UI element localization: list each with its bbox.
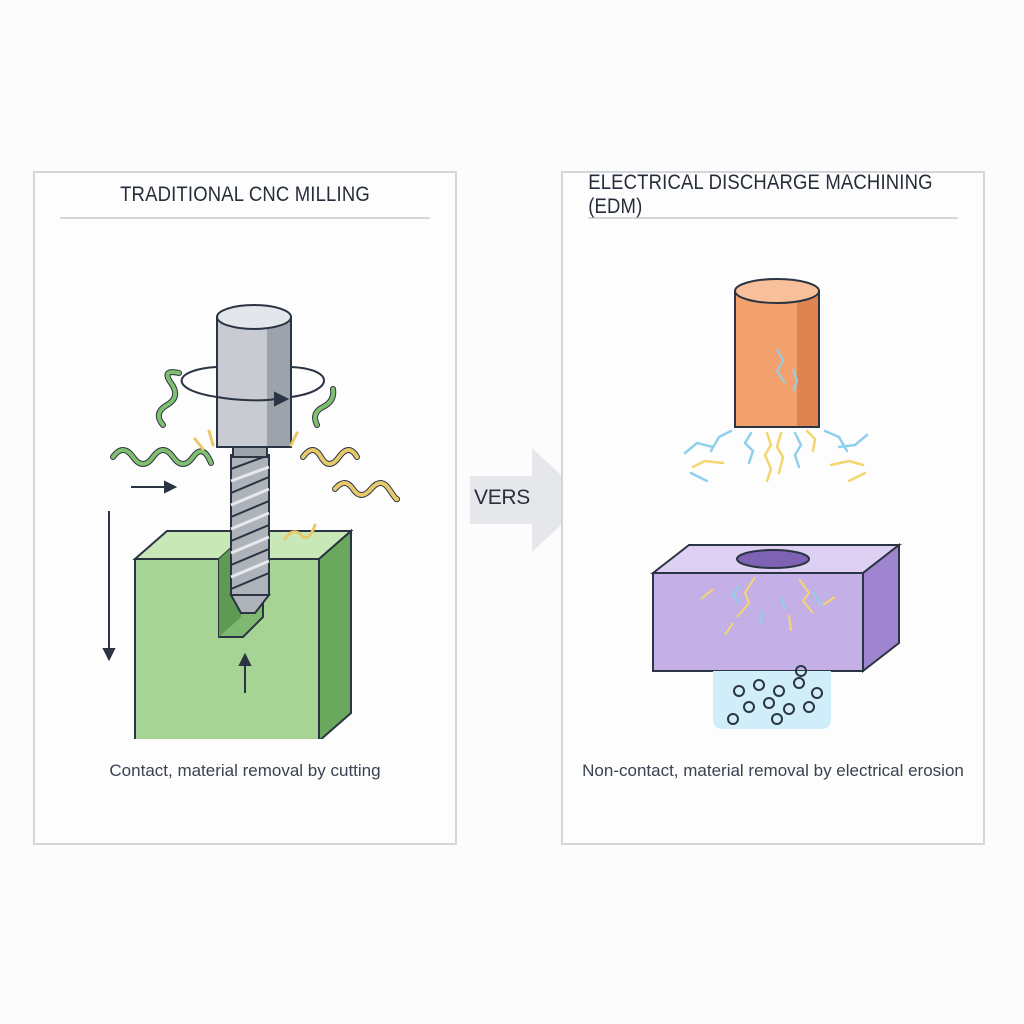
electrode bbox=[734, 278, 820, 428]
versus-label: VERS bbox=[474, 486, 530, 509]
panel-title: ELECTRICAL DISCHARGE MACHINING (EDM) bbox=[588, 171, 958, 219]
panel-title: TRADITIONAL CNC MILLING bbox=[60, 173, 430, 219]
feed-direction-arrows bbox=[102, 480, 252, 693]
end-mill bbox=[216, 304, 292, 614]
workpiece-block bbox=[650, 542, 902, 674]
panel-caption: Non-contact, material removal by electri… bbox=[582, 761, 964, 780]
cnc-milling-illustration bbox=[102, 304, 400, 739]
metal-chips bbox=[110, 369, 400, 541]
versus-arrow-icon bbox=[470, 448, 588, 552]
electrical-sparks bbox=[683, 429, 869, 483]
rotation-arrow-icon bbox=[180, 366, 325, 407]
panel-caption: Contact, material removal by cutting bbox=[109, 761, 381, 780]
dielectric-fluid bbox=[713, 665, 831, 729]
panel-edm: ELECTRICAL DISCHARGE MACHINING (EDM) bbox=[561, 171, 985, 845]
panel-cnc-milling: TRADITIONAL CNC MILLING bbox=[33, 171, 457, 845]
edm-illustration bbox=[650, 278, 902, 729]
